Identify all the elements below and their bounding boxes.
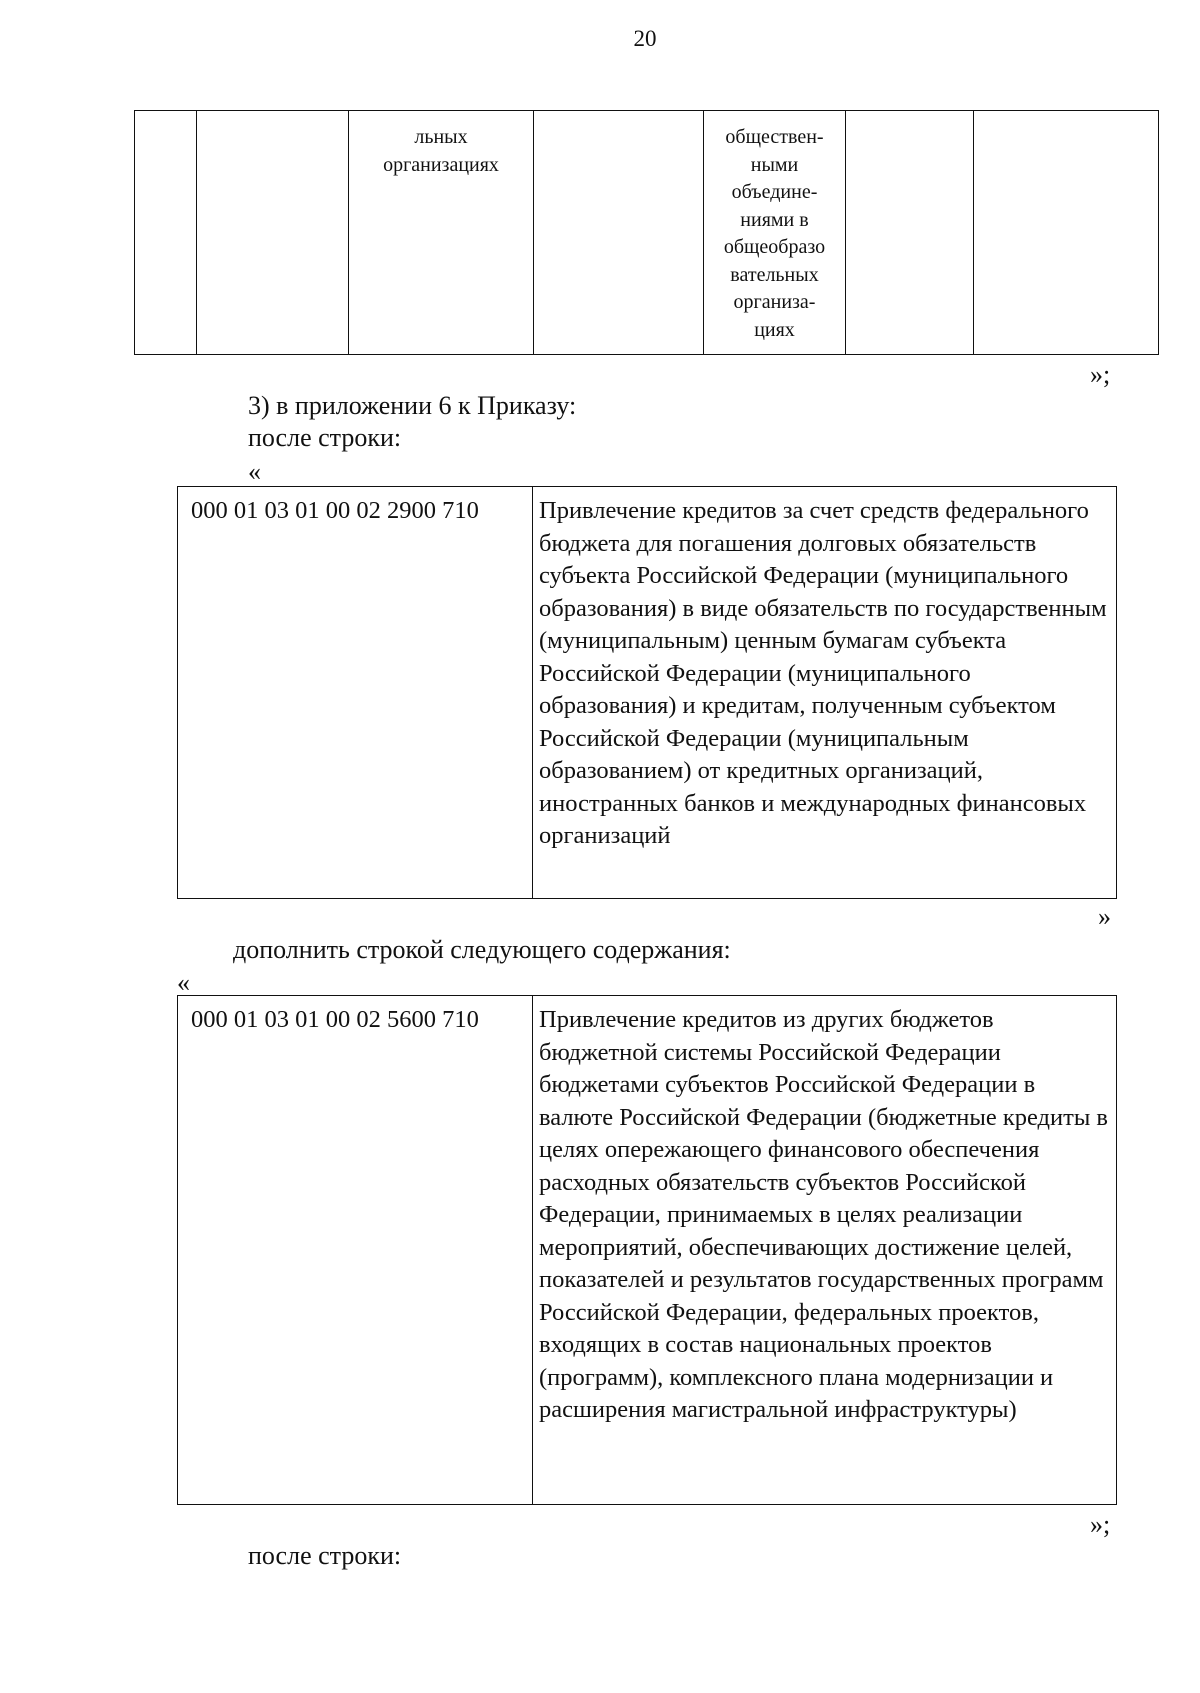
table-cell (973, 110, 1159, 355)
cell-text: ными (750, 153, 799, 176)
table-row: 000 01 03 01 00 02 2900 710 Привлечение … (177, 486, 1117, 899)
cell-text: организа- (733, 291, 816, 313)
cell-text: ниями в (740, 208, 809, 231)
cell-text: организациях (383, 153, 499, 176)
page-number: 20 (633, 26, 657, 51)
table-cell (845, 110, 974, 355)
table-cell (134, 110, 197, 355)
table-cell (196, 110, 349, 355)
budget-code: 000 01 03 01 00 02 5600 710 (177, 995, 533, 1505)
after-row-label: после строки: (248, 1541, 402, 1570)
supplement-text: дополнить строкой следующего содержания: (233, 935, 731, 964)
code-table-1: 000 01 03 01 00 02 2900 710 Привлечение … (177, 486, 1117, 899)
table-cell: льных организациях (348, 110, 534, 355)
cell-text: обществен- (725, 126, 824, 148)
opening-quote: « (177, 968, 190, 997)
opening-quote: « (248, 457, 261, 486)
cell-text: общеобразо (723, 236, 826, 258)
table-cell (533, 110, 704, 355)
closing-quote: »; (1090, 360, 1111, 389)
cell-text: объедине- (731, 181, 818, 203)
after-row-label: после строки: (248, 423, 402, 452)
table-row: 000 01 03 01 00 02 5600 710 Привлечение … (177, 995, 1117, 1505)
code-description: Привлечение кредитов из других бюджетов … (532, 995, 1117, 1505)
closing-quote: »; (1090, 1510, 1111, 1539)
table-cell: обществен- ными объедине- ниями в общеоб… (703, 110, 846, 355)
closing-quote: » (1098, 902, 1111, 931)
item-3-heading: 3) в приложении 6 к Приказу: (248, 391, 577, 420)
code-description: Привлечение кредитов за счет средств фед… (532, 486, 1117, 899)
budget-code: 000 01 03 01 00 02 2900 710 (177, 486, 533, 899)
table-row: льных организациях обществен- ными объед… (134, 110, 1159, 355)
continuation-table: льных организациях обществен- ными объед… (134, 110, 1159, 355)
cell-text: вательных (730, 263, 819, 286)
cell-text: циях (754, 318, 795, 341)
code-table-2: 000 01 03 01 00 02 5600 710 Привлечение … (177, 995, 1117, 1505)
cell-text: льных (414, 126, 468, 148)
